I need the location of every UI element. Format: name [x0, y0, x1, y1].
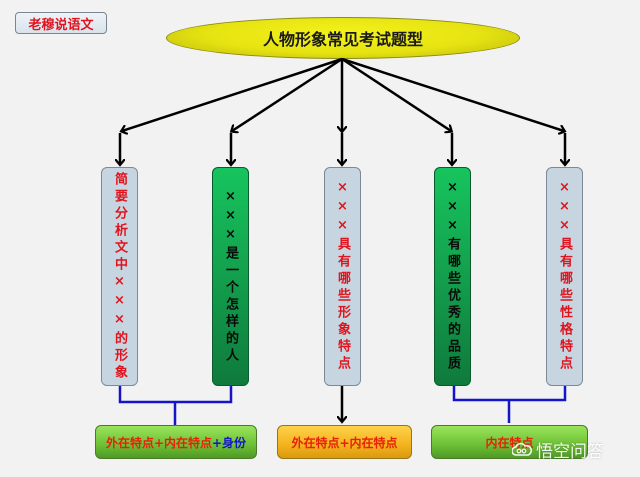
arrow-2 [232, 57, 343, 131]
question-column-5: ×××具有哪些性格特点 [546, 167, 583, 386]
question-text: ×××有哪些优秀的品质 [445, 180, 460, 373]
result-text: 外在特点+内在特点 [291, 435, 398, 450]
author-badge: 老穆说语文 [15, 12, 107, 34]
question-text: ×××是一个怎样的人 [223, 188, 238, 365]
question-text: ×××具有哪些性格特点 [557, 180, 572, 373]
result-text: +身份 [212, 435, 247, 450]
watermark: 悟空问答 [512, 437, 604, 462]
result-text: 内在特点 [485, 435, 534, 450]
arrow-1 [122, 57, 343, 131]
arrow-5 [341, 57, 564, 131]
question-text: ×××具有哪些形象特点 [335, 180, 350, 373]
result-text: 外在特点+内在特点 [105, 435, 212, 450]
question-column-1: 简要分析文中×××的形象 [101, 167, 138, 386]
question-column-4: ×××有哪些优秀的品质 [434, 167, 471, 386]
result-box-2: 外在特点+内在特点 [277, 425, 412, 459]
result-box-1: 外在特点+内在特点+身份 [95, 425, 257, 459]
bracket-left [118, 386, 233, 404]
question-column-3: ×××具有哪些形象特点 [324, 167, 361, 386]
result-box-3: 内在特点 [431, 425, 588, 459]
cloud-logo-icon [512, 442, 532, 456]
question-column-2: ×××是一个怎样的人 [212, 167, 249, 386]
watermark-text: 悟空问答 [536, 442, 604, 462]
title-text: 人物形象常见考试题型 [262, 30, 423, 49]
arrow-4 [341, 57, 451, 131]
title-ellipse: 人物形象常见考试题型 [166, 17, 520, 59]
question-text: 简要分析文中×××的形象 [112, 171, 127, 382]
bracket-right [452, 386, 567, 402]
